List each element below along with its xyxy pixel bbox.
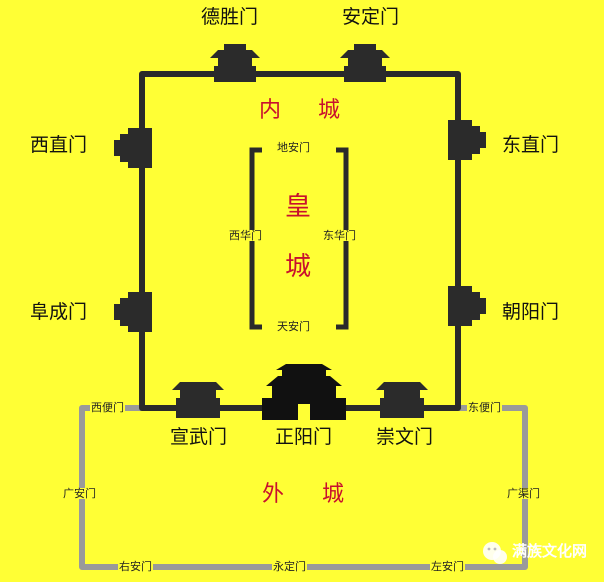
inner-city-wall	[139, 71, 461, 411]
gate-label-xuanwu: 宣武门	[170, 426, 228, 448]
gate-label-xizhi: 西直门	[30, 134, 88, 156]
outer-city-title-2: 城	[322, 482, 347, 507]
wechat-icon	[483, 542, 507, 564]
gate-label-youan: 右安门	[118, 560, 153, 573]
gate-label-zhengyang: 正阳门	[275, 426, 333, 448]
imperial-city-title-1: 皇	[285, 192, 312, 222]
watermark-text: 满族文化网	[512, 542, 588, 560]
gate-tower-chongwen	[376, 382, 428, 418]
gate-label-xihua: 西华门	[228, 229, 263, 242]
gate-tower-xuanwu	[172, 382, 224, 418]
gate-label-dongzhi: 东直门	[502, 134, 560, 156]
gate-label-dongbian: 东便门	[467, 401, 502, 414]
gate-label-yongding: 永定门	[272, 560, 307, 573]
gate-tower-fucheng	[114, 292, 152, 332]
gate-tower-zhengyang	[262, 364, 346, 420]
gate-label-chaoyang: 朝阳门	[502, 301, 560, 323]
gate-label-zuoan: 左安门	[430, 560, 465, 573]
gate-label-guangan: 广安门	[62, 487, 97, 500]
gate-tower-anding	[340, 44, 390, 82]
gate-label-fucheng: 阜成门	[30, 301, 88, 323]
outer-city-title-1: 外	[262, 482, 287, 507]
gate-tower-chaoyang	[448, 286, 486, 326]
gate-label-tianan: 天安门	[276, 320, 311, 333]
gate-label-dian: 地安门	[276, 141, 311, 154]
gate-label-donghua: 东华门	[322, 229, 357, 242]
gate-label-anding: 安定门	[342, 6, 400, 28]
gate-tower-dongzhi	[448, 120, 486, 160]
inner-city-title-1: 内	[259, 98, 284, 123]
gate-tower-desheng	[210, 44, 260, 82]
inner-city-title-2: 城	[318, 98, 343, 123]
gate-label-guangqu: 广渠门	[506, 487, 541, 500]
imperial-city-title-2: 城	[285, 252, 312, 282]
gate-label-chongwen: 崇文门	[376, 426, 434, 448]
gate-label-xibian: 西便门	[90, 401, 125, 414]
gate-tower-xizhi	[114, 128, 152, 168]
gate-label-desheng: 德胜门	[201, 6, 259, 28]
